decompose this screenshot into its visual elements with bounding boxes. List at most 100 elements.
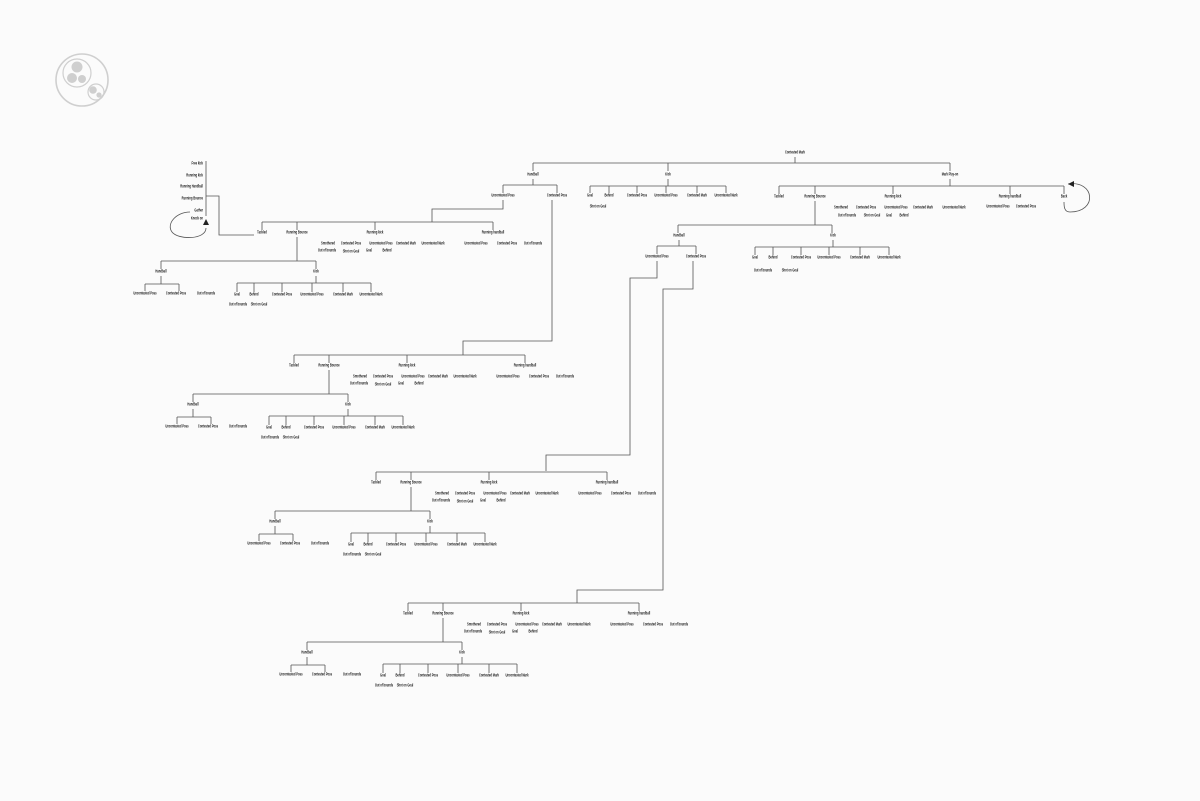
tree-node-label: Tackled [289, 362, 299, 368]
tree-node-label: Knock on [190, 215, 203, 221]
tree-node-label: Behind [382, 247, 392, 253]
tree-node-label: Behind [281, 424, 291, 430]
tree-node-label: Uncontested Poss [491, 192, 515, 198]
tree-node-label: Contested Mark [428, 373, 448, 379]
tree-node-label: Running Handball [180, 183, 203, 189]
tree-node-label: Goal [512, 628, 518, 634]
tree-node-label: Contested Poss [685, 253, 707, 259]
tree-node-label: Handball [527, 171, 539, 177]
tree-node-label: Uncontested Poss [483, 490, 507, 496]
tree-node-label: Uncontested Mark [567, 621, 591, 627]
tree-node-label: Uncontested Mark [942, 204, 966, 210]
tree-node-label: Contested Mark [542, 621, 562, 627]
tree-node-label: Goal [234, 291, 240, 297]
tree-node-label: Goal [366, 247, 372, 253]
tree-node-label: Behind [395, 672, 405, 678]
tree-node-label: Contested Mark [365, 424, 385, 430]
tree-node-label: Uncontested Poss [414, 541, 438, 547]
tree-node-label: Running Bounce [432, 610, 454, 616]
tree-node-label: Smothered [353, 373, 367, 379]
tree-node-label: Out of bounds [196, 290, 216, 296]
tree-node-label: Uncontested Mark [453, 373, 477, 379]
tree-node-label: Contested Poss [372, 373, 394, 379]
tree-node-label: Behind [414, 380, 424, 386]
tree-node-label: Out of bounds [228, 423, 248, 429]
tree-node-label: Handball [673, 232, 685, 238]
tree-node-label: Shot on Goal [781, 267, 799, 273]
tree-node-label: Shot on Goal [863, 212, 881, 218]
tree-node-label: Smothered [321, 240, 335, 246]
tree-node-label: Out of bounds [637, 490, 657, 496]
tree-node-label: Running kick [480, 479, 498, 485]
tree-node-label: Goal [398, 380, 404, 386]
arrow-head-icon [1068, 181, 1074, 187]
tree-node-label: Goal [348, 541, 354, 547]
tree-node-label: Goal [266, 424, 272, 430]
tree-node-label: Uncontested Poss [332, 424, 356, 430]
tree-node-label: Handball [269, 518, 281, 524]
tree-node-label: Running kick [398, 362, 416, 368]
tree-node-label: Uncontested Poss [133, 290, 157, 296]
tree-node-label: Contested Poss [271, 291, 293, 297]
loop-arrow [169, 211, 207, 238]
tree-node-label: Contested Mark [687, 192, 707, 198]
tree-node-label: Out of bounds [669, 621, 689, 627]
tree-node-label: Uncontested Poss [884, 204, 908, 210]
tree-node-label: Contested Poss [454, 490, 476, 496]
tree-node-label: Contested Poss [486, 621, 508, 627]
tree-node-label: Contested Poss [165, 290, 187, 296]
tree-node-label: Kick [459, 649, 465, 655]
tree-node-label: Handball [187, 401, 199, 407]
tree-node-label: Goal [480, 497, 486, 503]
tree-node-label: Contested Mark [913, 204, 933, 210]
tree-node-label: Uncontested Poss [300, 291, 324, 297]
tree-node-label: Uncontested Poss [986, 203, 1010, 209]
tree-node-label: Out of bounds [342, 671, 362, 677]
tree-node-label: Contested Poss [279, 540, 301, 546]
tree-node-label: Handball [155, 268, 167, 274]
tree-node-label: Out of bounds [349, 380, 369, 386]
tree-node-label: Uncontested Poss [279, 671, 303, 677]
tree-node-label: Shot on Goal [589, 203, 607, 209]
tree-node-label: Free kick [191, 160, 203, 166]
tree-node-label: Contested Poss [385, 541, 407, 547]
tree-node-label: Behind [899, 212, 909, 218]
tree-node-label: Out of bounds [837, 212, 857, 218]
tree-node-label: Kick [345, 401, 351, 407]
tree-node-label: Shot on Goal [396, 682, 414, 688]
tree-node-label: Goal [886, 212, 892, 218]
tree-node-label: Tackled [774, 193, 784, 199]
tree-node-label: Running kick [884, 193, 902, 199]
tree-node-label: Contested Mark [333, 291, 353, 297]
tree-node-label: Running handball [595, 479, 619, 485]
tree-node-label: Smothered [834, 204, 848, 210]
tree-node-label: Contested Mark [785, 149, 805, 155]
tree-node-label: Mark Play-on [941, 171, 959, 177]
tree-node-label: Out of bounds [555, 373, 575, 379]
tree-node-label: Shot on Goal [456, 498, 474, 504]
tree-node-label: Smothered [435, 490, 449, 496]
tree-node-label: Contested Poss [790, 254, 812, 260]
tree-node-label: Kick [830, 232, 836, 238]
tree-node-label: Behind [249, 291, 259, 297]
tree-node-label: Uncontested Poss [654, 192, 678, 198]
tree-node-label: Contested Poss [1015, 203, 1037, 209]
tree-node-label: Uncontested Mark [535, 490, 559, 496]
tree-node-label: Back [1060, 193, 1068, 199]
tree-node-label: Contested Mark [396, 240, 416, 246]
tree-node-label: Shot on Goal [374, 381, 392, 387]
tree-node-label: Shot on Goal [488, 629, 506, 635]
tree-node-label: Running handball [513, 362, 537, 368]
tree-node-label: Behind [496, 497, 506, 503]
tree-node-label: Out of bounds [310, 540, 330, 546]
tree-node-label: Uncontested Poss [446, 672, 470, 678]
tree-node-label: Out of bounds [342, 551, 362, 557]
tree-node-label: Contested Poss [496, 240, 518, 246]
tree-node-label: Behind [363, 541, 373, 547]
tree-node-label: Uncontested Poss [515, 621, 539, 627]
tree-node-label: Out of bounds [228, 301, 248, 307]
tree-node-label: Shot on Goal [364, 551, 382, 557]
tree-node-label: Uncontested Poss [645, 253, 669, 259]
tree-node-label: Uncontested Poss [247, 540, 271, 546]
